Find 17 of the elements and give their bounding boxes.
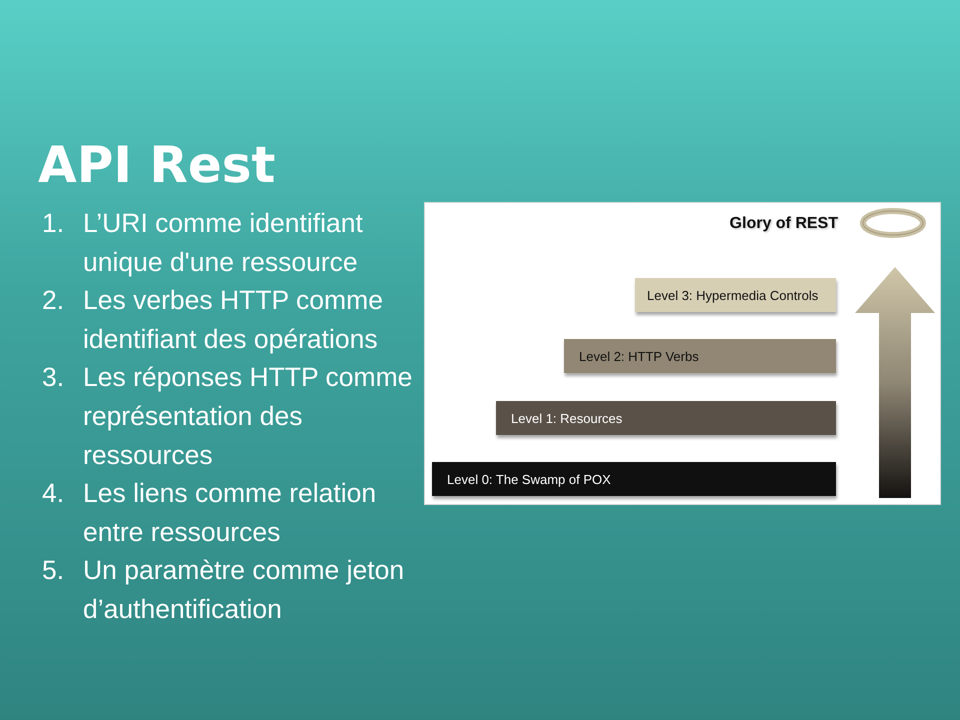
list-number: 2. <box>42 284 66 318</box>
list-item-text: Les liens comme relation entre ressources <box>83 477 378 549</box>
halo-ring <box>859 207 927 239</box>
list-number: 1. <box>42 207 66 240</box>
level-bar: Level 3: Hypermedia Controls <box>635 278 836 312</box>
level-caption: Glory of REST <box>730 215 838 233</box>
list-item-text: Les verbes HTTP comme identifiant des opérations <box>83 284 384 356</box>
slide-title: API Rest <box>38 136 276 194</box>
list-number: 4. <box>42 477 66 510</box>
list-item-text: Les réponses HTTP comme représentation des ressources <box>83 361 414 472</box>
level-bar: Level 1: Resources <box>496 401 836 435</box>
level-bar: Level 0: The Swamp of POX <box>432 462 836 496</box>
list-number: 3. <box>42 361 66 394</box>
level-bar: Level 2: HTTP Verbs <box>564 339 836 373</box>
list-number: 5. <box>42 554 66 588</box>
list-item-text: L’URI comme identifiant unique d'une ressource <box>83 207 364 279</box>
list-item-text: Un paramètre comme jeton d’authentification <box>83 554 406 626</box>
